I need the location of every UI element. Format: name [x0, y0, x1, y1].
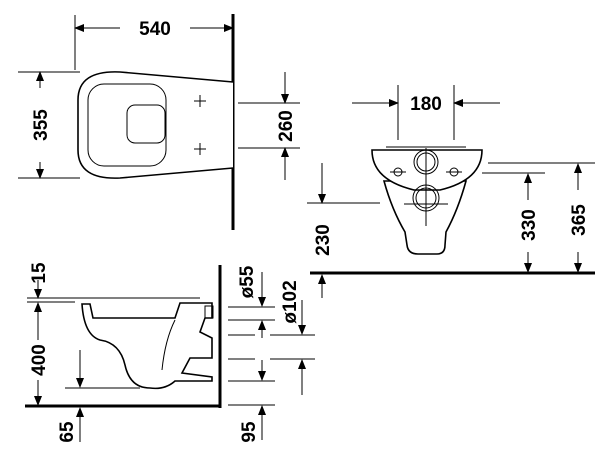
dim-diameter-55: ø55 — [237, 265, 258, 298]
dim-260: 260 — [276, 110, 297, 142]
dim-diameter-102: ø102 — [280, 280, 301, 323]
dim-15: 15 — [29, 262, 50, 284]
top-view: 540 355 260 — [18, 14, 300, 230]
dim-355: 355 — [31, 109, 52, 141]
lid-outline — [126, 104, 166, 144]
dim-230: 230 — [313, 224, 334, 256]
dim-365: 365 — [569, 204, 590, 236]
seat-outline — [87, 83, 167, 167]
bowl-top-outline — [77, 71, 234, 179]
dim-65: 65 — [57, 421, 78, 443]
bowl-front-rim — [371, 149, 483, 191]
bowl-side-outline — [81, 302, 213, 390]
dim-540: 540 — [139, 19, 171, 40]
dim-330: 330 — [519, 209, 540, 241]
bowl-front-body — [382, 180, 468, 255]
front-view: 180 230 330 365 — [307, 85, 595, 298]
dim-400: 400 — [29, 344, 50, 376]
dim-95: 95 — [239, 421, 260, 443]
dim-180: 180 — [410, 94, 442, 115]
side-view: 15 400 65 ø55 ø102 95 — [25, 262, 315, 443]
fixing-crosses — [194, 95, 206, 155]
